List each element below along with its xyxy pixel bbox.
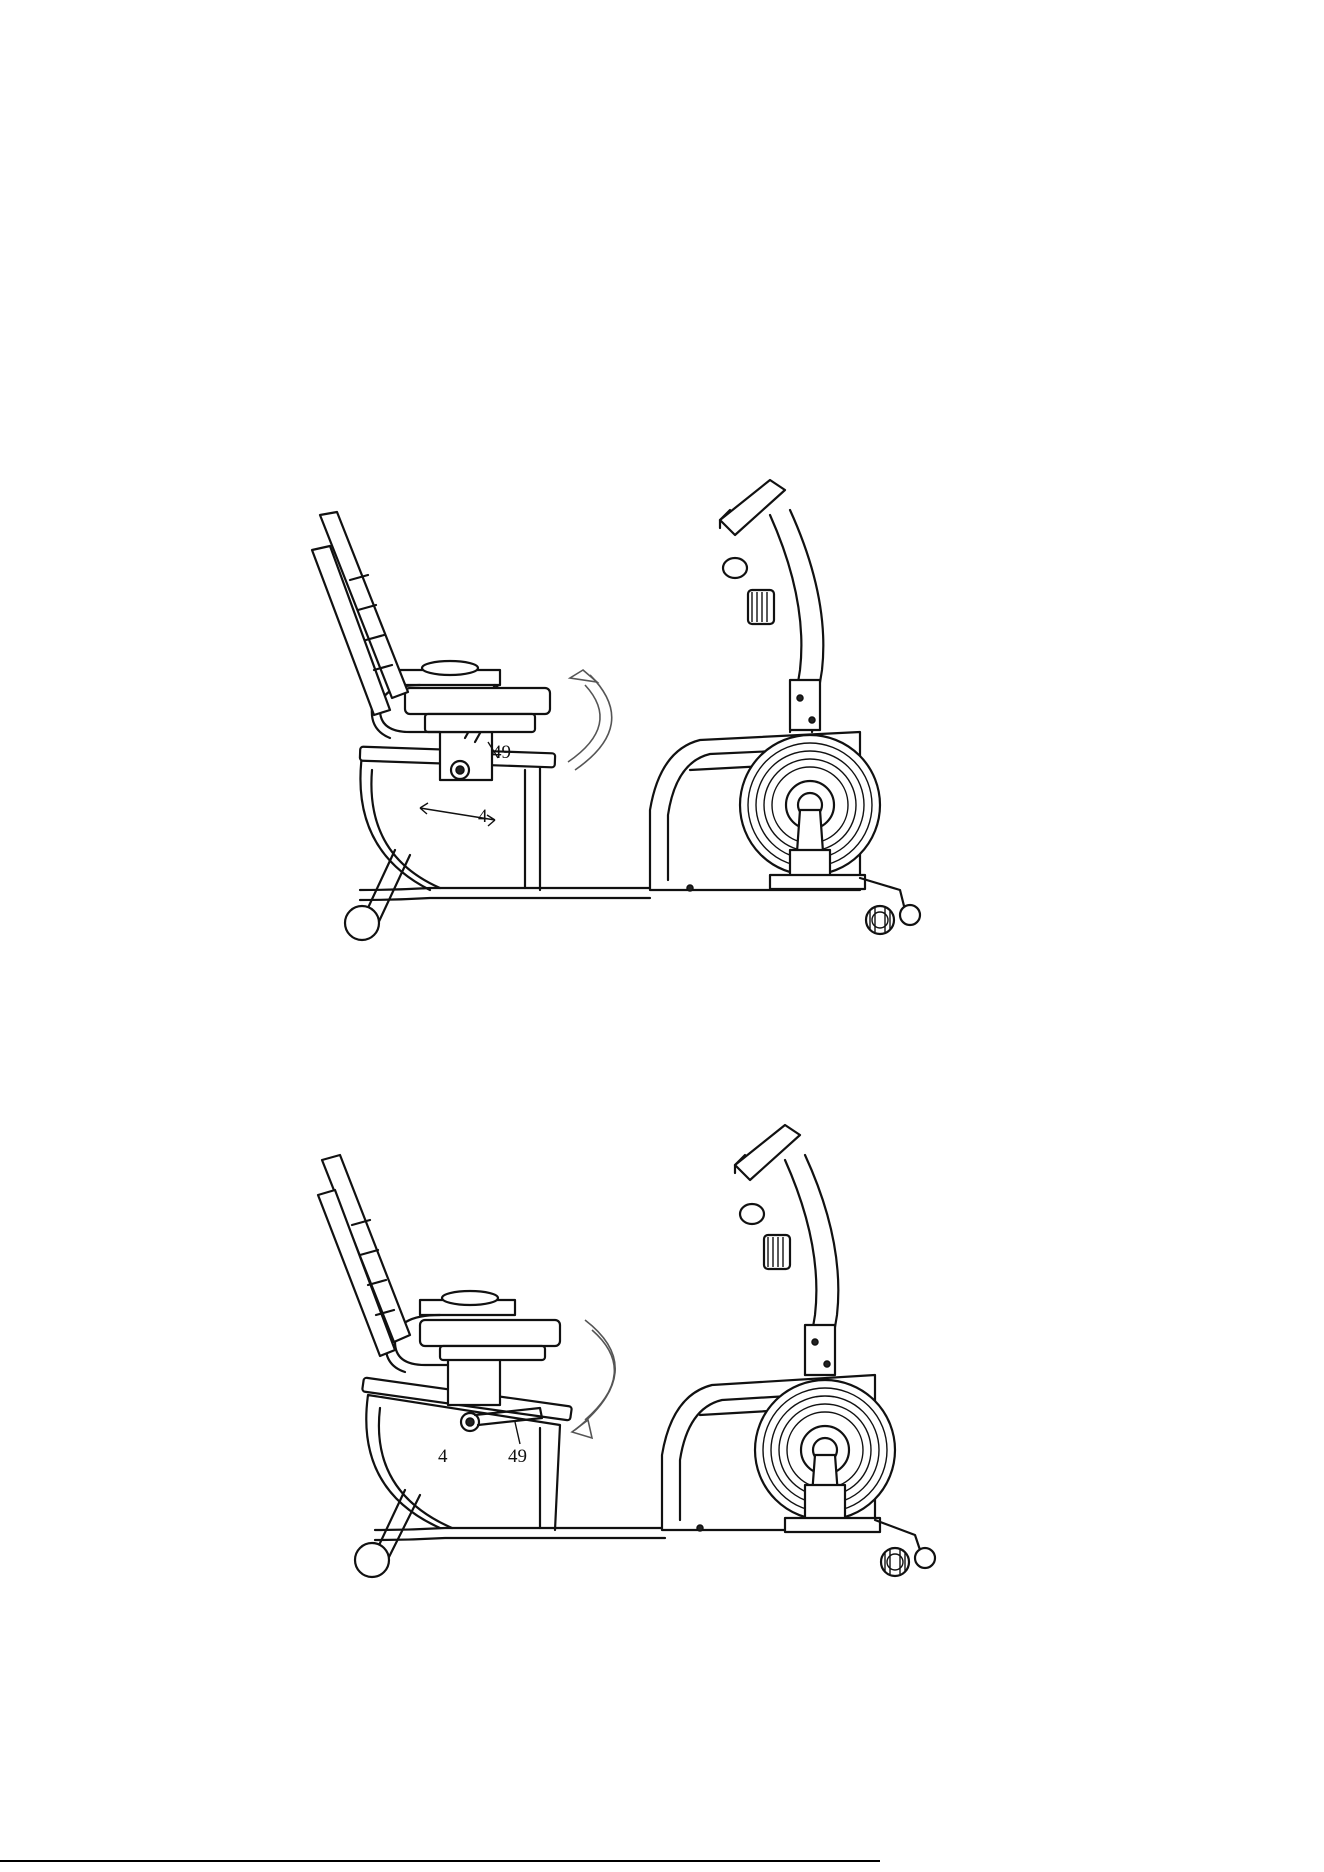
rotation-arrow (575, 1320, 615, 1430)
callout-knob: 4 (438, 1446, 448, 1467)
mast-bracket (805, 1325, 835, 1375)
bike-drawing: 49 4 (0, 470, 1324, 1030)
front-base (785, 1518, 880, 1532)
callout-lever: 49 (492, 742, 511, 763)
bike-diagram-seat-upright: 49 4 (0, 470, 1324, 1030)
seat-cushion (405, 688, 550, 714)
base-rail (375, 1528, 665, 1530)
bottle-holder (723, 558, 747, 578)
footer-rule (0, 1860, 880, 1862)
rear-foot-cap (355, 1543, 389, 1577)
bike-diagram-seat-reclined: 4 49 (0, 1110, 1324, 1670)
rear-foot-cap (345, 906, 379, 940)
front-base (770, 875, 865, 889)
slider-bracket (448, 1355, 500, 1405)
mast-bracket (790, 680, 820, 730)
base-rail (360, 888, 650, 890)
bike-drawing: 4 49 (0, 1110, 1324, 1670)
pedal (805, 1485, 845, 1520)
callout-knob: 4 (478, 806, 488, 827)
bottle-holder (740, 1204, 764, 1224)
callout-lever: 49 (508, 1446, 527, 1467)
front-stabilizer (875, 1520, 920, 1550)
rotation-arrow (575, 675, 612, 770)
seat-cushion (420, 1320, 560, 1346)
